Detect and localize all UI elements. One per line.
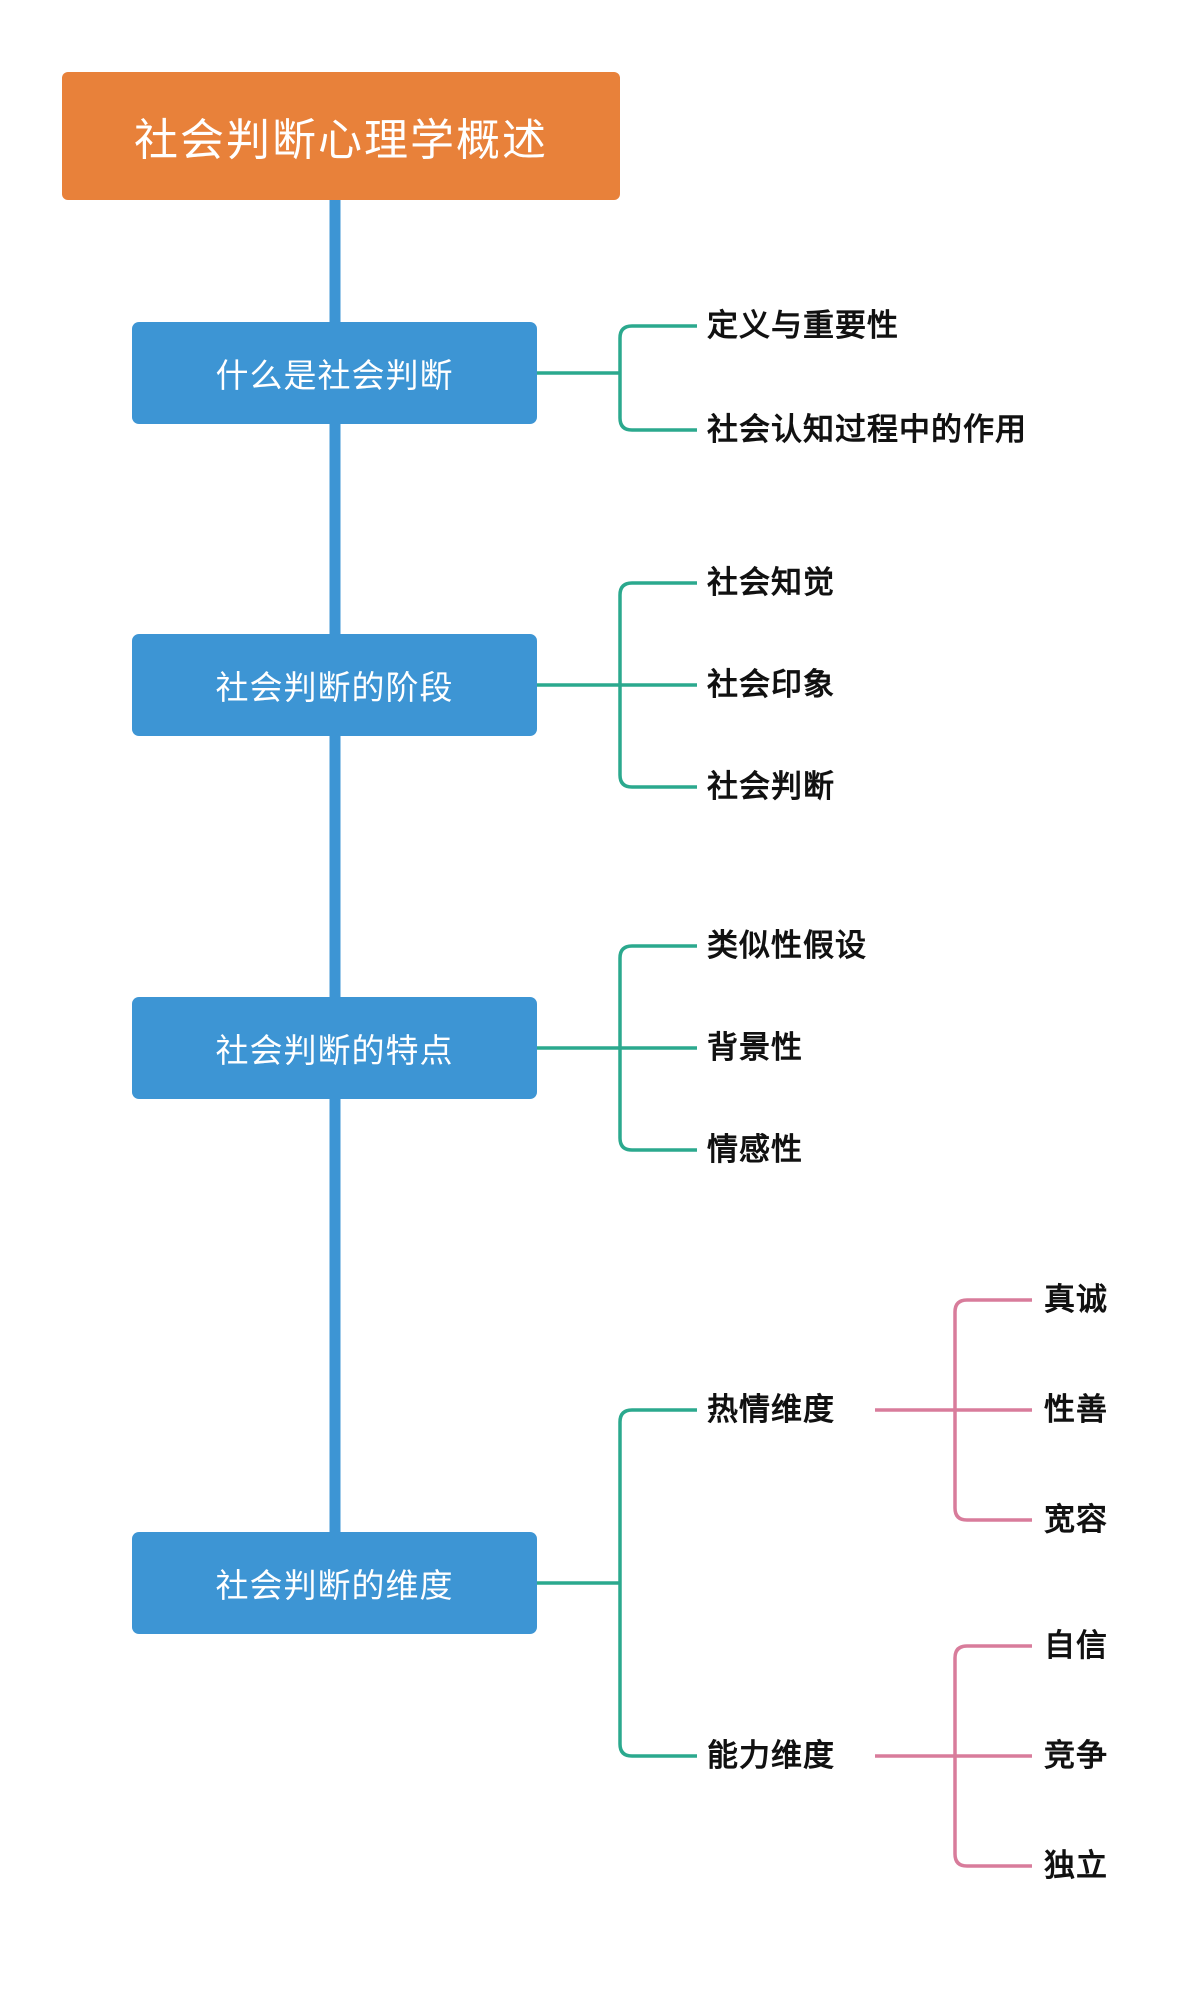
connector-warmth-child-2 [953,1410,1032,1522]
branch-node-3[interactable]: 社会判断的特点 [132,997,537,1099]
sub-leaf-independence[interactable]: 独立 [1044,1850,1108,1881]
sub-leaf-label: 真诚 [1044,1282,1108,1317]
mid-node-label: 能力维度 [707,1738,835,1773]
branch-node-2[interactable]: 社会判断的阶段 [132,634,537,736]
mid-node-label: 热情维度 [707,1392,835,1427]
connector-branch-4-child-0 [618,1408,697,1583]
connector-branch-3-child-0 [618,944,697,1048]
connector-branch-2-child-0 [618,581,697,685]
leaf-label: 社会知觉 [707,565,835,600]
sub-leaf-label: 性善 [1044,1392,1108,1427]
sub-leaf-label: 竞争 [1044,1738,1108,1773]
leaf-similarity-assumption[interactable]: 类似性假设 [707,930,867,961]
leaf-label: 背景性 [707,1030,803,1065]
leaf-affectivity[interactable]: 情感性 [707,1134,803,1165]
root-node[interactable]: 社会判断心理学概述 [62,72,620,200]
sub-leaf-sincerity[interactable]: 真诚 [1044,1284,1108,1315]
branch-node-2-label: 社会判断的阶段 [215,669,454,706]
leaf-label: 定义与重要性 [707,308,899,343]
connector-branch-3-child-2 [618,1048,697,1152]
sub-leaf-kindness[interactable]: 性善 [1044,1394,1108,1425]
branch-node-3-label: 社会判断的特点 [215,1032,454,1069]
sub-leaf-competitiveness[interactable]: 竞争 [1044,1740,1108,1771]
connector-competence-child-0 [953,1644,1032,1756]
sub-leaf-label: 自信 [1044,1628,1108,1663]
branch-node-4[interactable]: 社会判断的维度 [132,1532,537,1634]
leaf-label: 社会印象 [707,667,835,702]
leaf-contextuality[interactable]: 背景性 [707,1032,803,1063]
connector-branch-4-child-1 [618,1583,697,1758]
connector-competence-child-2 [953,1756,1032,1868]
branch-node-4-label: 社会判断的维度 [215,1567,454,1604]
sub-leaf-confidence[interactable]: 自信 [1044,1630,1108,1661]
branch-node-1[interactable]: 什么是社会判断 [132,322,537,424]
root-node-label: 社会判断心理学概述 [134,116,548,165]
leaf-social-impression[interactable]: 社会印象 [707,669,835,700]
connector-warmth-child-0 [953,1298,1032,1410]
leaf-definition-importance[interactable]: 定义与重要性 [707,310,899,341]
mid-node-warmth-dimension[interactable]: 热情维度 [707,1394,835,1425]
leaf-label: 社会判断 [707,769,835,804]
leaf-role-in-social-cognition[interactable]: 社会认知过程中的作用 [707,414,1027,445]
leaf-social-perception[interactable]: 社会知觉 [707,567,835,598]
leaf-label: 情感性 [707,1132,803,1167]
leaf-label: 社会认知过程中的作用 [707,412,1027,447]
sub-leaf-label: 独立 [1044,1848,1108,1883]
leaf-social-judgment[interactable]: 社会判断 [707,771,835,802]
connector-branch-1-child-0 [618,324,697,373]
sub-leaf-label: 宽容 [1044,1502,1108,1537]
sub-leaf-tolerance[interactable]: 宽容 [1044,1504,1108,1535]
connector-branch-1-child-1 [618,373,697,432]
leaf-label: 类似性假设 [707,928,867,963]
connector-branch-2-child-2 [618,685,697,789]
branch-node-1-label: 什么是社会判断 [215,357,454,394]
mid-node-competence-dimension[interactable]: 能力维度 [707,1740,835,1771]
